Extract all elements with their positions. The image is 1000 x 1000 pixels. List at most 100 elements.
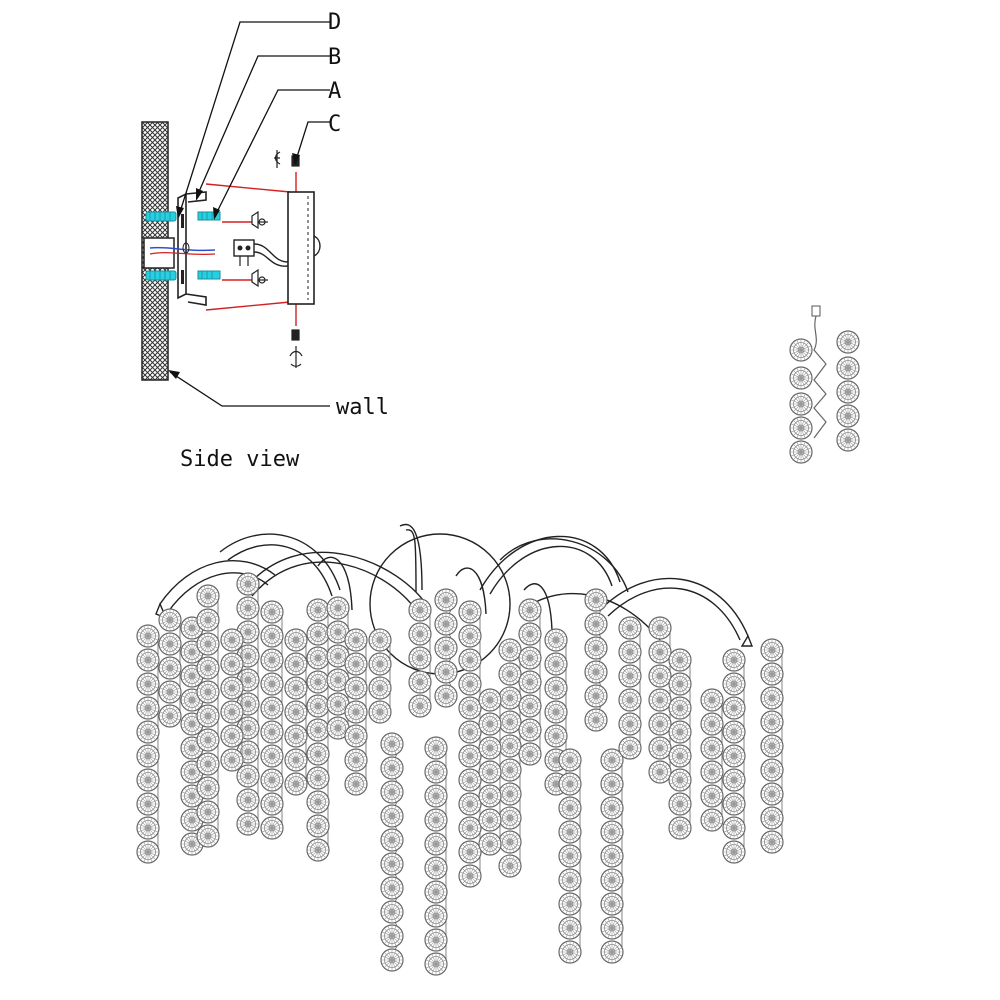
label-wall: wall [336,395,389,420]
crystal-bead [408,622,432,646]
crystal-bead [700,688,724,712]
crystal-bead [380,828,404,852]
crystal-bead [518,646,542,670]
crystal-bead [344,748,368,772]
crystal-bead [284,676,308,700]
crystal-bead [236,764,260,788]
crystal-bead [424,904,448,928]
crystal-bead [558,748,582,772]
crystal-bead [584,588,608,612]
crystal-bead [458,864,482,888]
crystal-bead [544,628,568,652]
crystal-bead [284,772,308,796]
crystal-bead [498,734,522,758]
crystal-bead [220,724,244,748]
crystal-bead [424,832,448,856]
crystal-bead [136,744,160,768]
crystal-bead [434,588,458,612]
crystal-bead [518,742,542,766]
crystal-bead [700,784,724,808]
crystal-bead [344,628,368,652]
crystal-bead [458,600,482,624]
crystal-bead [408,694,432,718]
crystal-bead [498,806,522,830]
crystal-bead [380,876,404,900]
crystal-bead [668,648,692,672]
crystal-bead [458,792,482,816]
crystal-bead [196,632,220,656]
crystal-bead [260,600,284,624]
supply-wires [149,246,216,252]
crystal-bead [584,684,608,708]
crystal-bead [722,744,746,768]
crystal-bead [518,598,542,622]
crystal-bead [368,652,392,676]
crystal-bead [700,808,724,832]
crystal-bead [600,868,624,892]
crystal-bead [424,856,448,880]
crystal-bead [700,736,724,760]
fixing-nut-bottom [251,268,268,288]
crystal-bead [498,710,522,734]
crystal-bead [158,608,182,632]
crystal-bead [284,652,308,676]
crystal-bead [306,742,330,766]
bracket-screw-top [197,211,221,221]
crystal-bead [136,648,160,672]
crystal-bead [380,924,404,948]
crystal-bead [408,670,432,694]
crystal-bead [648,664,672,688]
crystal-bead [498,662,522,686]
crystal-bead [648,712,672,736]
crystal-bead [408,646,432,670]
crystal-bead [326,596,350,620]
crystal-bead [236,812,260,836]
crystal-bead [618,688,642,712]
crystal-bead [478,712,502,736]
crystal-bead [558,868,582,892]
crystal-bead [760,638,784,662]
crystal-bead [136,624,160,648]
crystal-bead [558,940,582,964]
crystal-bead [306,790,330,814]
crystal-bead [260,720,284,744]
fixing-nut-top [251,210,268,230]
crystal-bead [668,744,692,768]
crystal-bead [434,636,458,660]
leader-lines [169,21,330,407]
crystal-bead [722,648,746,672]
crystal-bead [668,720,692,744]
crystal-bead [284,628,308,652]
crystal-bead [458,768,482,792]
crystal-bead [618,640,642,664]
crystal-bead [196,728,220,752]
crystal-bead [260,648,284,672]
crystal-bead [236,572,260,596]
crystal-bead [284,748,308,772]
label-a: A [328,79,341,104]
crystal-bead [306,814,330,838]
crystal-bead [518,694,542,718]
crystal-bead [220,676,244,700]
crystal-bead [424,928,448,952]
crystal-bead [136,696,160,720]
label-c: C [328,112,341,137]
crystal-bead [158,704,182,728]
crystal-bead [136,840,160,864]
crystal-bead [600,916,624,940]
crystal-bead [380,948,404,972]
terminal-block [233,239,289,267]
finial-bottom [289,329,303,368]
crystal-bead [544,676,568,700]
crystal-bead [196,800,220,824]
crystal-bead [558,796,582,820]
crystal-bead [700,760,724,784]
crystal-bead [648,760,672,784]
crystal-bead [478,688,502,712]
crystal-bead [760,686,784,710]
crystal-bead [306,718,330,742]
crystal-bead [558,916,582,940]
crystal-bead [424,952,448,976]
crystal-bead [196,584,220,608]
